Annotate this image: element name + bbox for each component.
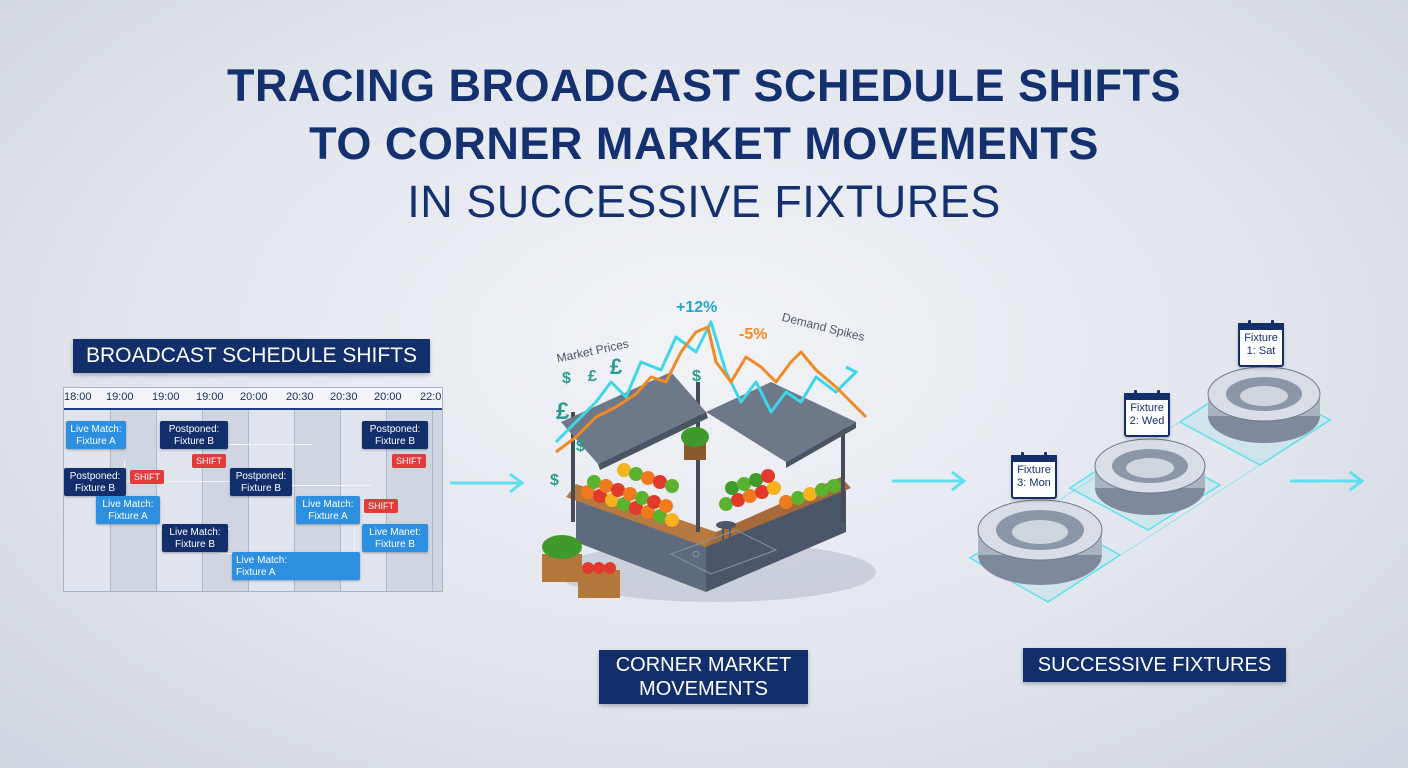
currency-symbol: $ xyxy=(550,472,559,489)
time-label: 19:00 xyxy=(152,391,180,403)
calendar-icon: Fixture 1: Sat xyxy=(1238,320,1284,367)
schedule-event[interactable]: Postponed:Fixture B xyxy=(160,421,228,449)
flow-arrow-2 xyxy=(892,470,967,492)
stadium-icon xyxy=(977,499,1103,585)
shift-badge: SHIFT xyxy=(130,470,164,484)
schedule-event[interactable]: Live Match:Fixture A xyxy=(296,496,360,524)
price-down-percent: -5% xyxy=(739,326,768,343)
time-label: 20:00 xyxy=(240,391,268,403)
title-line-3: IN SUCCESSIVE FIXTURES xyxy=(407,176,1001,227)
time-label: 20:00 xyxy=(374,391,402,403)
currency-symbol: £ xyxy=(610,354,623,379)
flow-arrow-3 xyxy=(1290,470,1365,492)
schedule-time-header: 18:00 19:00 19:00 19:00 20:00 20:30 20:3… xyxy=(64,388,442,410)
schedule-event[interactable]: Live Match:Fixture A xyxy=(96,496,160,524)
shift-badge: SHIFT xyxy=(364,499,398,513)
schedule-event[interactable]: Postponed:Fixture B xyxy=(230,468,292,496)
currency-symbol: $ xyxy=(692,368,701,385)
market-label: CORNER MARKET MOVEMENTS xyxy=(599,650,808,704)
schedule-event[interactable]: Live Manet:Fixture B xyxy=(362,524,428,552)
time-label: 19:00 xyxy=(196,391,224,403)
currency-symbol: £ xyxy=(588,368,597,385)
time-label: 20:30 xyxy=(330,391,358,403)
time-label: 20:30 xyxy=(286,391,314,403)
shift-badge: SHIFT xyxy=(392,454,426,468)
calendar-icon: Fixture 2: Wed xyxy=(1124,390,1170,437)
currency-symbol: $ xyxy=(576,438,585,455)
title-line-2: TO CORNER MARKET MOVEMENTS xyxy=(309,118,1099,169)
calendar-icon: Fixture 3: Mon xyxy=(1011,452,1057,499)
shift-badge: SHIFT xyxy=(192,454,226,468)
schedule-event[interactable]: Postponed:Fixture B xyxy=(362,421,428,449)
corner-market-illustration: Market Prices Demand Spikes +12% -5% $ £… xyxy=(536,292,886,612)
broadcast-label: BROADCAST SCHEDULE SHIFTS xyxy=(73,339,430,373)
produce-right xyxy=(719,469,841,511)
stadium-icon xyxy=(1207,366,1321,443)
schedule-event[interactable]: Postponed:Fixture B xyxy=(64,468,126,496)
schedule-grid: 18:00 19:00 19:00 19:00 20:00 20:30 20:3… xyxy=(63,387,443,592)
stadium-icon xyxy=(1094,438,1206,515)
schedule-event[interactable]: Live Match:Fixture A xyxy=(66,421,126,449)
schedule-event[interactable]: Live Match:Fixture B xyxy=(162,524,228,552)
title-line-1: TRACING BROADCAST SCHEDULE SHIFTS xyxy=(226,60,1181,111)
price-up-percent: +12% xyxy=(676,299,718,316)
time-label: 22:0 xyxy=(420,391,442,403)
flow-arrow-1 xyxy=(450,472,525,494)
stadiums-graphic xyxy=(968,366,1332,603)
currency-symbol: $ xyxy=(562,370,571,387)
time-label: 19:00 xyxy=(106,391,134,403)
currency-symbol: £ xyxy=(556,398,570,425)
produce-left xyxy=(581,463,679,527)
market-stall-graphic xyxy=(542,320,876,602)
fixtures-label: SUCCESSIVE FIXTURES xyxy=(1023,648,1286,682)
time-label: 18:00 xyxy=(64,391,92,403)
schedule-event[interactable]: Live Match:Fixture A xyxy=(232,552,360,580)
